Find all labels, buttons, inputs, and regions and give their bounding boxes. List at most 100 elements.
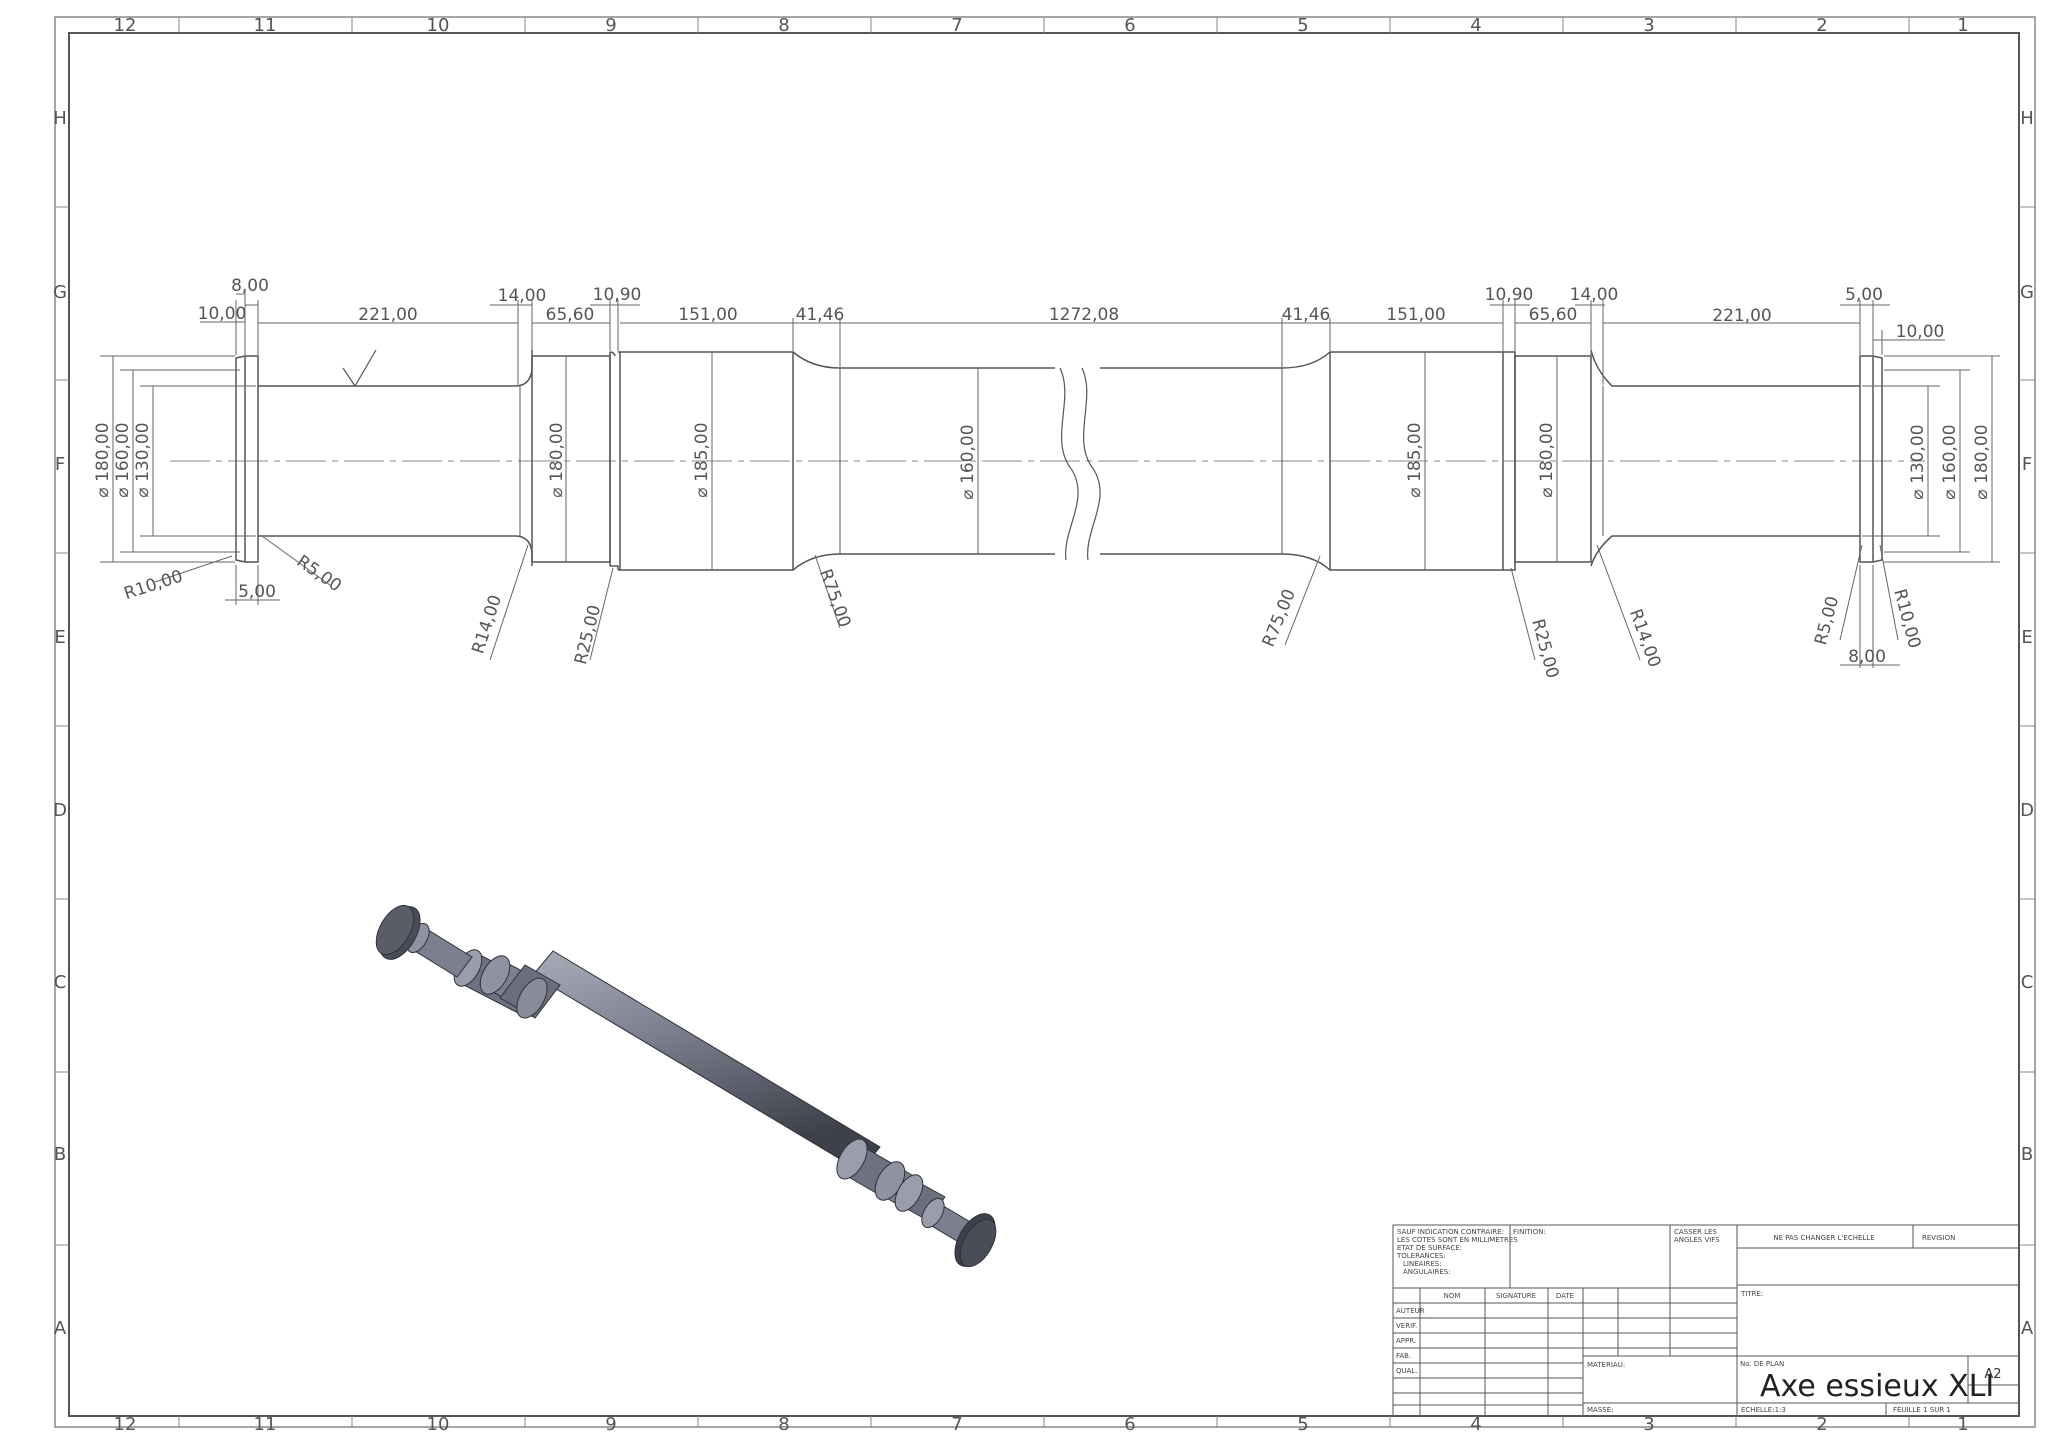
tb-note-line: TOLERANCES: bbox=[1396, 1252, 1446, 1260]
dimension-labels-diameters: ⌀ 180,00 ⌀ 160,00 ⌀ 130,00 ⌀ 180,00 ⌀ 18… bbox=[93, 422, 1992, 499]
zone-col-label: 6 bbox=[1124, 15, 1135, 36]
tb-masse: MASSE: bbox=[1587, 1406, 1614, 1414]
tb-note-line: LES COTES SONT EN MILLIMETRES bbox=[1397, 1236, 1518, 1244]
dim-r75-left: R75,00 bbox=[815, 566, 854, 630]
dim-dia-130-left-outer: ⌀ 130,00 bbox=[133, 422, 153, 497]
zone-col-label: 1 bbox=[1957, 15, 1968, 36]
tb-sheet-size: A2 bbox=[1984, 1367, 2001, 1382]
zone-row-label: A bbox=[2021, 1318, 2034, 1339]
zone-row-label: H bbox=[2020, 108, 2034, 129]
zone-col-label: 9 bbox=[605, 1414, 616, 1435]
zone-col-label: 7 bbox=[951, 15, 962, 36]
dim-10-00-left: 10,00 bbox=[198, 304, 247, 324]
dim-dia-180-left-collar: ⌀ 180,00 bbox=[547, 422, 567, 497]
zone-col-label: 11 bbox=[254, 15, 277, 36]
tb-note-line: ANGULAIRES: bbox=[1403, 1268, 1451, 1276]
zone-col-label: 4 bbox=[1470, 1414, 1481, 1435]
zone-col-label: 4 bbox=[1470, 15, 1481, 36]
drawing-title: Axe essieux XLI bbox=[1760, 1369, 1994, 1404]
dim-10-90-right: 10,90 bbox=[1485, 285, 1534, 305]
zone-col-label: 5 bbox=[1297, 1414, 1308, 1435]
tb-casser-angles: CASSER LES bbox=[1674, 1228, 1717, 1236]
zone-row-label: C bbox=[54, 972, 67, 993]
dim-14-00-left: 14,00 bbox=[498, 286, 547, 306]
dim-r25-right: R25,00 bbox=[1527, 617, 1562, 681]
dim-dia-160-right-outer: ⌀ 160,00 bbox=[1940, 424, 1960, 499]
dim-1272-08: 1272,08 bbox=[1049, 305, 1119, 325]
zone-col-label: 2 bbox=[1816, 1414, 1827, 1435]
tb-materiau: MATERIAU: bbox=[1587, 1361, 1625, 1369]
dim-8-00-left: 8,00 bbox=[231, 276, 269, 296]
zone-col-label: 5 bbox=[1297, 15, 1308, 36]
tb-role: APPR. bbox=[1396, 1337, 1416, 1345]
zone-col-label: 6 bbox=[1124, 1414, 1135, 1435]
tb-ne-pas-changer: NE PAS CHANGER L'ECHELLE bbox=[1773, 1234, 1874, 1242]
dim-14-00-right: 14,00 bbox=[1570, 285, 1619, 305]
dim-65-60-left: 65,60 bbox=[546, 305, 595, 325]
dim-151-00-right: 151,00 bbox=[1386, 305, 1445, 325]
tb-role: QUAL. bbox=[1396, 1367, 1418, 1375]
dim-r5-right: R5,00 bbox=[1811, 594, 1843, 647]
dim-dia-180-right-collar: ⌀ 180,00 bbox=[1537, 422, 1557, 497]
dim-dia-180-left-outer: ⌀ 180,00 bbox=[93, 422, 113, 497]
dim-r10-left: R10,00 bbox=[122, 566, 186, 604]
zone-col-label: 11 bbox=[254, 1414, 277, 1435]
zone-labels-left: H G F E D C B A bbox=[53, 108, 67, 1339]
dim-8-00-bottom-right: 8,00 bbox=[1848, 647, 1886, 667]
dim-r25-left: R25,00 bbox=[571, 603, 605, 667]
zone-row-label: A bbox=[54, 1318, 67, 1339]
dimension-labels-radii: R10,00 R5,00 5,00 R14,00 R25,00 R75,00 R… bbox=[122, 551, 1925, 680]
dim-dia-160-left-outer: ⌀ 160,00 bbox=[113, 422, 133, 497]
zone-col-label: 7 bbox=[951, 1414, 962, 1435]
zone-col-label: 12 bbox=[114, 15, 137, 36]
zone-labels-top: 12 11 10 9 8 7 6 5 4 3 2 1 bbox=[114, 15, 1969, 36]
dim-65-60-right: 65,60 bbox=[1529, 305, 1578, 325]
dim-5-00-bottom-left: 5,00 bbox=[238, 582, 276, 602]
zone-row-label: F bbox=[2022, 454, 2032, 475]
dim-151-00-left: 151,00 bbox=[678, 305, 737, 325]
zone-row-label: B bbox=[2021, 1144, 2033, 1165]
zone-col-label: 2 bbox=[1816, 15, 1827, 36]
tb-casser-angles: ANGLES VIFS bbox=[1674, 1236, 1720, 1244]
dim-221-00-right: 221,00 bbox=[1712, 306, 1771, 326]
dim-41-46-left: 41,46 bbox=[796, 305, 845, 325]
dim-5-00-right: 5,00 bbox=[1845, 285, 1883, 305]
title-block-text: SAUF INDICATION CONTRAIRE: LES COTES SON… bbox=[1396, 1228, 2002, 1414]
zone-col-label: 10 bbox=[427, 1414, 450, 1435]
tb-role: VERIF. bbox=[1396, 1322, 1417, 1330]
sheet-frame bbox=[54, 16, 2036, 1428]
zone-labels-bottom: 12 11 10 9 8 7 6 5 4 3 2 1 bbox=[114, 1414, 1969, 1435]
zone-col-label: 1 bbox=[1957, 1414, 1968, 1435]
dim-r75-right: R75,00 bbox=[1259, 586, 1300, 650]
tb-no-de-plan: No. DE PLAN bbox=[1740, 1360, 1784, 1368]
zone-col-label: 3 bbox=[1643, 1414, 1654, 1435]
dimension-labels-top: 8,00 10,00 221,00 14,00 65,60 10,90 151,… bbox=[198, 276, 1945, 342]
zone-row-label: F bbox=[55, 454, 65, 475]
tb-revision: REVISION bbox=[1922, 1234, 1955, 1242]
tb-titre: TITRE: bbox=[1740, 1290, 1763, 1298]
tb-note-line: SAUF INDICATION CONTRAIRE: bbox=[1397, 1228, 1504, 1236]
tb-note-line: LINEAIRES: bbox=[1403, 1260, 1442, 1268]
zone-col-label: 3 bbox=[1643, 15, 1654, 36]
dim-r10-right: R10,00 bbox=[1889, 587, 1924, 651]
zone-col-label: 12 bbox=[114, 1414, 137, 1435]
tb-col-nom: NOM bbox=[1444, 1292, 1461, 1300]
zone-row-label: C bbox=[2021, 972, 2034, 993]
dim-r5-left: R5,00 bbox=[293, 551, 345, 596]
zone-col-label: 8 bbox=[778, 15, 789, 36]
shaft-isometric-view bbox=[375, 904, 997, 1268]
tb-feuille: FEUILLE 1 SUR 1 bbox=[1893, 1406, 1951, 1414]
zone-col-label: 8 bbox=[778, 1414, 789, 1435]
dim-221-00-left: 221,00 bbox=[358, 305, 417, 325]
tb-finition: FINITION: bbox=[1513, 1228, 1546, 1236]
dimension-lines bbox=[100, 290, 2000, 668]
title-block bbox=[1392, 1224, 2020, 1417]
zone-row-label: E bbox=[54, 627, 65, 648]
zone-row-label: G bbox=[53, 282, 67, 303]
zone-row-label: D bbox=[53, 800, 67, 821]
dim-10-00-right: 10,00 bbox=[1896, 322, 1945, 342]
tb-col-signature: SIGNATURE bbox=[1496, 1292, 1536, 1300]
zone-col-label: 9 bbox=[605, 15, 616, 36]
tb-echelle: ECHELLE:1:3 bbox=[1741, 1406, 1786, 1414]
dim-41-46-right: 41,46 bbox=[1282, 305, 1331, 325]
